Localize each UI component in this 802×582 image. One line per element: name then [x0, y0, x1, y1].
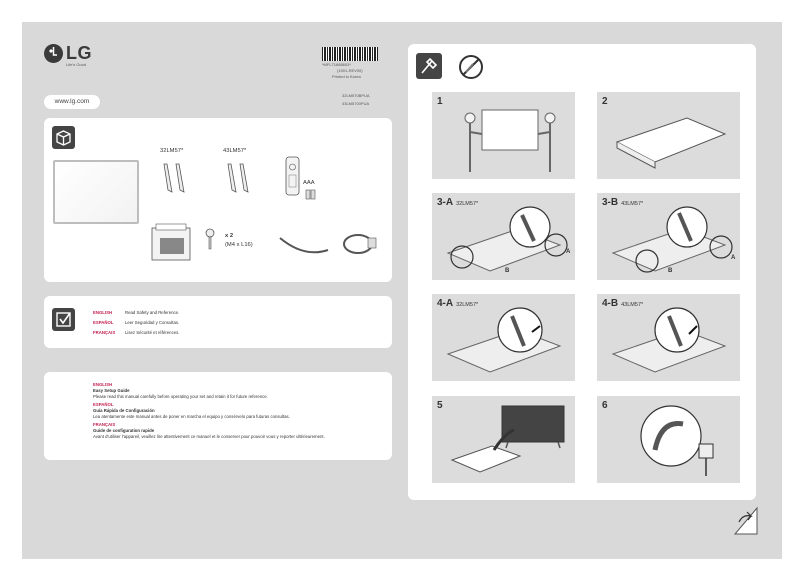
page-turn-icon[interactable]	[733, 504, 759, 536]
stand-tv-upright-illustration	[450, 405, 565, 473]
attach-stand-32-illustration	[446, 206, 568, 272]
guide-fr-lang: FRANÇAIS	[93, 422, 116, 427]
lg-face-icon	[44, 44, 63, 63]
callout-b: B	[505, 268, 510, 274]
safety-panel	[44, 296, 392, 348]
cleaning-brush-icon	[416, 53, 442, 79]
stand-32-image	[163, 163, 185, 193]
guide-en-title: Easy Setup Guide	[93, 388, 130, 393]
step-number: 1	[437, 96, 443, 107]
brand-name: LG	[66, 43, 92, 63]
guide-en-text: Please read this manual carefully before…	[93, 394, 268, 399]
guide-es-lang: ESPAÑOL	[93, 402, 114, 407]
attach-stand-43-illustration	[611, 206, 733, 273]
model-code-2: 43LM5700PUA	[342, 101, 370, 106]
brand-tagline: Life's Good	[66, 62, 87, 67]
guide-es-title: Guía Rápida de Configuración	[93, 408, 155, 413]
screw-stand-32-illustration	[446, 307, 562, 373]
screw-quantity: x 2	[225, 233, 234, 239]
printed-in: Printed in Korea	[332, 74, 361, 79]
lift-tv-illustration	[464, 109, 556, 172]
stand-model-32: 32LM57*	[160, 148, 184, 154]
guide-panel	[44, 372, 392, 460]
guide-en-lang: ENGLISH	[93, 382, 113, 387]
battery-icon	[305, 189, 316, 200]
callout-b: B	[668, 268, 673, 274]
guide-fr-text: Avant d'utiliser l'appareil, veuillez li…	[93, 434, 325, 439]
step-2: 2	[597, 92, 740, 179]
stand-model-43: 43LM57*	[223, 148, 247, 154]
tv-on-table-illustration	[615, 117, 727, 169]
box-contents-icon	[52, 126, 75, 149]
cable-tie-image	[343, 234, 377, 254]
guide-es-text: Lea atentamente este manual antes de pon…	[93, 414, 290, 419]
barcode	[322, 47, 378, 61]
callout-a: A	[566, 249, 571, 255]
guide-fr-title: Guide de configuration rapide	[93, 428, 155, 433]
step-5: 5	[432, 396, 575, 483]
website-link[interactable]: www.lg.com	[44, 95, 100, 109]
screw-stand-43-illustration	[611, 307, 727, 373]
step-1: 1	[432, 92, 575, 179]
step-number: 6	[602, 400, 608, 411]
screw-icon	[205, 228, 215, 250]
tv-image	[53, 160, 139, 224]
cable-holder-image	[279, 237, 329, 254]
step-number: 2	[602, 96, 608, 107]
no-cleaning-icon	[459, 55, 483, 79]
model-code-1: 32LM570BPUA	[342, 93, 370, 98]
stand-43-image	[227, 163, 249, 193]
remote-control-image	[285, 156, 300, 196]
manuals-image	[151, 223, 191, 261]
revision-code: (1901-REV00)	[337, 68, 363, 73]
step-6: 6	[597, 396, 740, 483]
battery-label: AAA	[303, 180, 315, 186]
callout-a: A	[731, 255, 736, 261]
cable-management-illustration	[640, 405, 714, 476]
checkbox-icon	[52, 308, 75, 331]
barcode-text: *MFL71688603*	[322, 62, 351, 67]
step-number: 5	[437, 400, 443, 411]
screw-size: (M4 x L16)	[225, 242, 253, 248]
